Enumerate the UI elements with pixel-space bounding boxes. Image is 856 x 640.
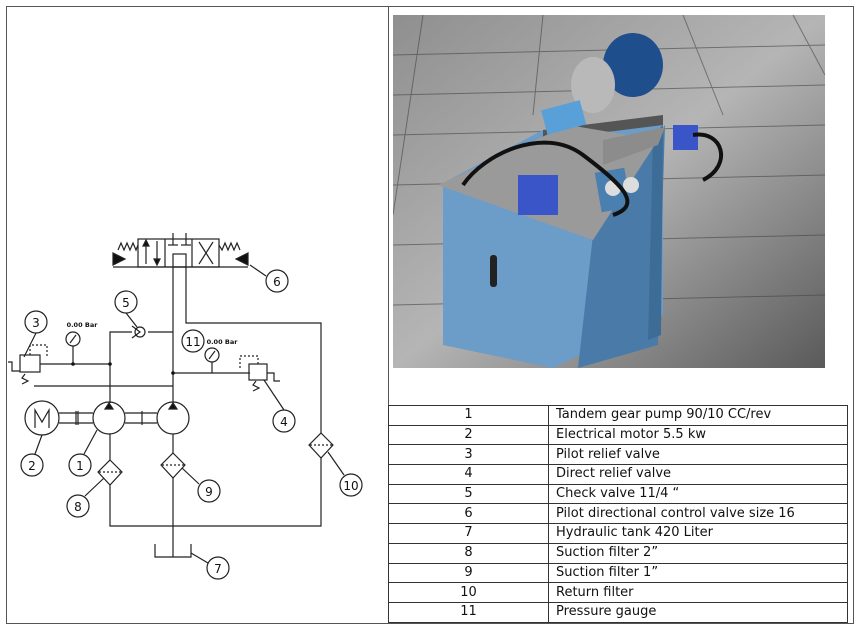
component-description: Electrical motor 5.5 kw	[548, 424, 848, 446]
component-description: Check valve 11/4 “	[548, 483, 848, 505]
component-number: 3	[388, 444, 549, 466]
callout-5: 5	[122, 296, 130, 310]
component-number: 1	[388, 405, 549, 426]
oil-level-gauge	[490, 255, 497, 287]
component-number: 9	[388, 562, 549, 584]
callout-4: 4	[280, 415, 288, 429]
component-number: 5	[388, 483, 549, 505]
callout-8: 8	[74, 500, 82, 514]
panel-divider	[388, 6, 389, 622]
component-number: 4	[388, 464, 549, 485]
callout-1: 1	[76, 459, 84, 473]
callout-circles	[20, 269, 363, 580]
hydraulic-power-unit-photo	[393, 15, 825, 368]
component-description: Pressure gauge	[548, 601, 848, 623]
callout-7: 7	[214, 562, 222, 576]
component-number: 7	[388, 523, 549, 544]
component-number: 10	[388, 582, 549, 603]
component-description: Return filter	[548, 582, 848, 603]
component-description: Direct relief valve	[548, 464, 848, 485]
directional-control-valve	[112, 233, 249, 268]
component-number: 6	[388, 503, 549, 525]
outer-frame	[6, 6, 854, 624]
component-number: 8	[388, 542, 549, 564]
gauge-reading-right: 0.00 Bar	[207, 338, 239, 346]
callout-11: 11	[185, 335, 200, 349]
hydraulic-schematic: 1 2 3 4 5 6 7 8 9 10 11 0.00 Bar 0.00 Ba…	[8, 233, 363, 580]
callout-2: 2	[28, 459, 36, 473]
component-number: 11	[388, 601, 549, 623]
component-description: Suction filter 2”	[548, 542, 848, 564]
component-number: 2	[388, 424, 549, 446]
electric-motor	[603, 33, 663, 97]
component-description: Tandem gear pump 90/10 CC/rev	[548, 405, 848, 426]
gauge-reading-left: 0.00 Bar	[67, 321, 99, 329]
directional-valve	[518, 175, 558, 215]
callout-6: 6	[273, 275, 281, 289]
component-description: Hydraulic tank 420 Liter	[548, 523, 848, 544]
callout-10: 10	[343, 479, 358, 493]
callout-3: 3	[32, 316, 40, 330]
callout-9: 9	[205, 485, 213, 499]
component-description: Pilot directional control valve size 16	[548, 503, 848, 525]
component-description: Suction filter 1”	[548, 562, 848, 584]
component-description: Pilot relief valve	[548, 444, 848, 466]
